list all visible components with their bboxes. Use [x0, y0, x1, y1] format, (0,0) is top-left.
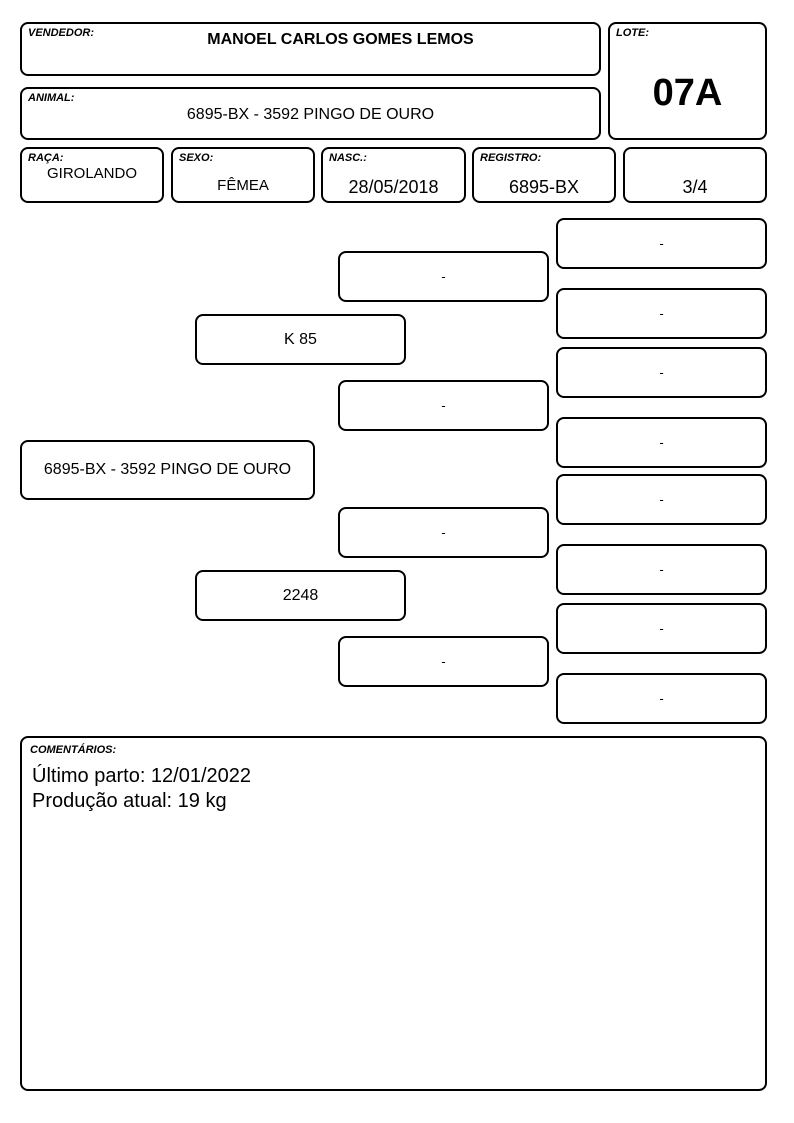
comments-box: COMENTÁRIOS: Último parto: 12/01/2022 Pr… [20, 736, 767, 1091]
pedigree-dam-dam: - [338, 636, 549, 687]
pedigree-ggp-5: - [556, 474, 767, 525]
raca-label: RAÇA: [28, 152, 64, 164]
lote-value: 07A [652, 72, 723, 114]
grau-box: 3/4 [623, 147, 767, 203]
pedigree-ggp-3: - [556, 347, 767, 398]
registro-label: REGISTRO: [480, 152, 542, 164]
pedigree-dam-sire: - [338, 507, 549, 558]
registro-value: 6895-BX [508, 177, 580, 197]
sexo-box: SEXO: FÊMEA [171, 147, 315, 203]
pedigree-ggp-8: - [556, 673, 767, 724]
pedigree-ggp-6: - [556, 544, 767, 595]
vendedor-box: VENDEDOR: MANOEL CARLOS GOMES LEMOS [20, 22, 601, 76]
lote-box: LOTE: 07A [608, 22, 767, 140]
sexo-label: SEXO: [179, 152, 214, 164]
comments-label: COMENTÁRIOS: [30, 744, 117, 756]
lote-label: LOTE: [616, 27, 649, 39]
sexo-value: FÊMEA [217, 177, 269, 194]
raca-box: RAÇA: GIROLANDO [20, 147, 164, 203]
comments-text: Último parto: 12/01/2022 Produção atual:… [32, 764, 251, 814]
nasc-value: 28/05/2018 [348, 177, 439, 197]
raca-value: GIROLANDO [46, 165, 137, 182]
nasc-label: NASC.: [329, 152, 367, 164]
pedigree-sire-sire: - [338, 251, 549, 302]
registro-box: REGISTRO: 6895-BX [472, 147, 616, 203]
pedigree-ggp-7: - [556, 603, 767, 654]
animal-label: ANIMAL: [28, 92, 75, 104]
pedigree-ggp-1: - [556, 218, 767, 269]
nasc-box: NASC.: 28/05/2018 [321, 147, 466, 203]
grau-value: 3/4 [682, 177, 708, 197]
comment-line-1: Último parto: 12/01/2022 [32, 765, 252, 787]
pedigree-sire-dam: - [338, 380, 549, 431]
animal-box: ANIMAL: 6895-BX - 3592 PINGO DE OURO [20, 87, 601, 140]
pedigree-animal: 6895-BX - 3592 PINGO DE OURO [20, 440, 315, 500]
animal-value: 6895-BX - 3592 PINGO DE OURO [186, 106, 435, 123]
vendedor-value: MANOEL CARLOS GOMES LEMOS [207, 31, 474, 48]
pedigree-ggp-4: - [556, 417, 767, 468]
vendedor-label: VENDEDOR: [28, 27, 95, 39]
pedigree-sire: K 85 [195, 314, 406, 365]
comment-line-2: Produção atual: 19 kg [32, 790, 227, 812]
pedigree-ggp-2: - [556, 288, 767, 339]
pedigree-dam: 2248 [195, 570, 406, 621]
